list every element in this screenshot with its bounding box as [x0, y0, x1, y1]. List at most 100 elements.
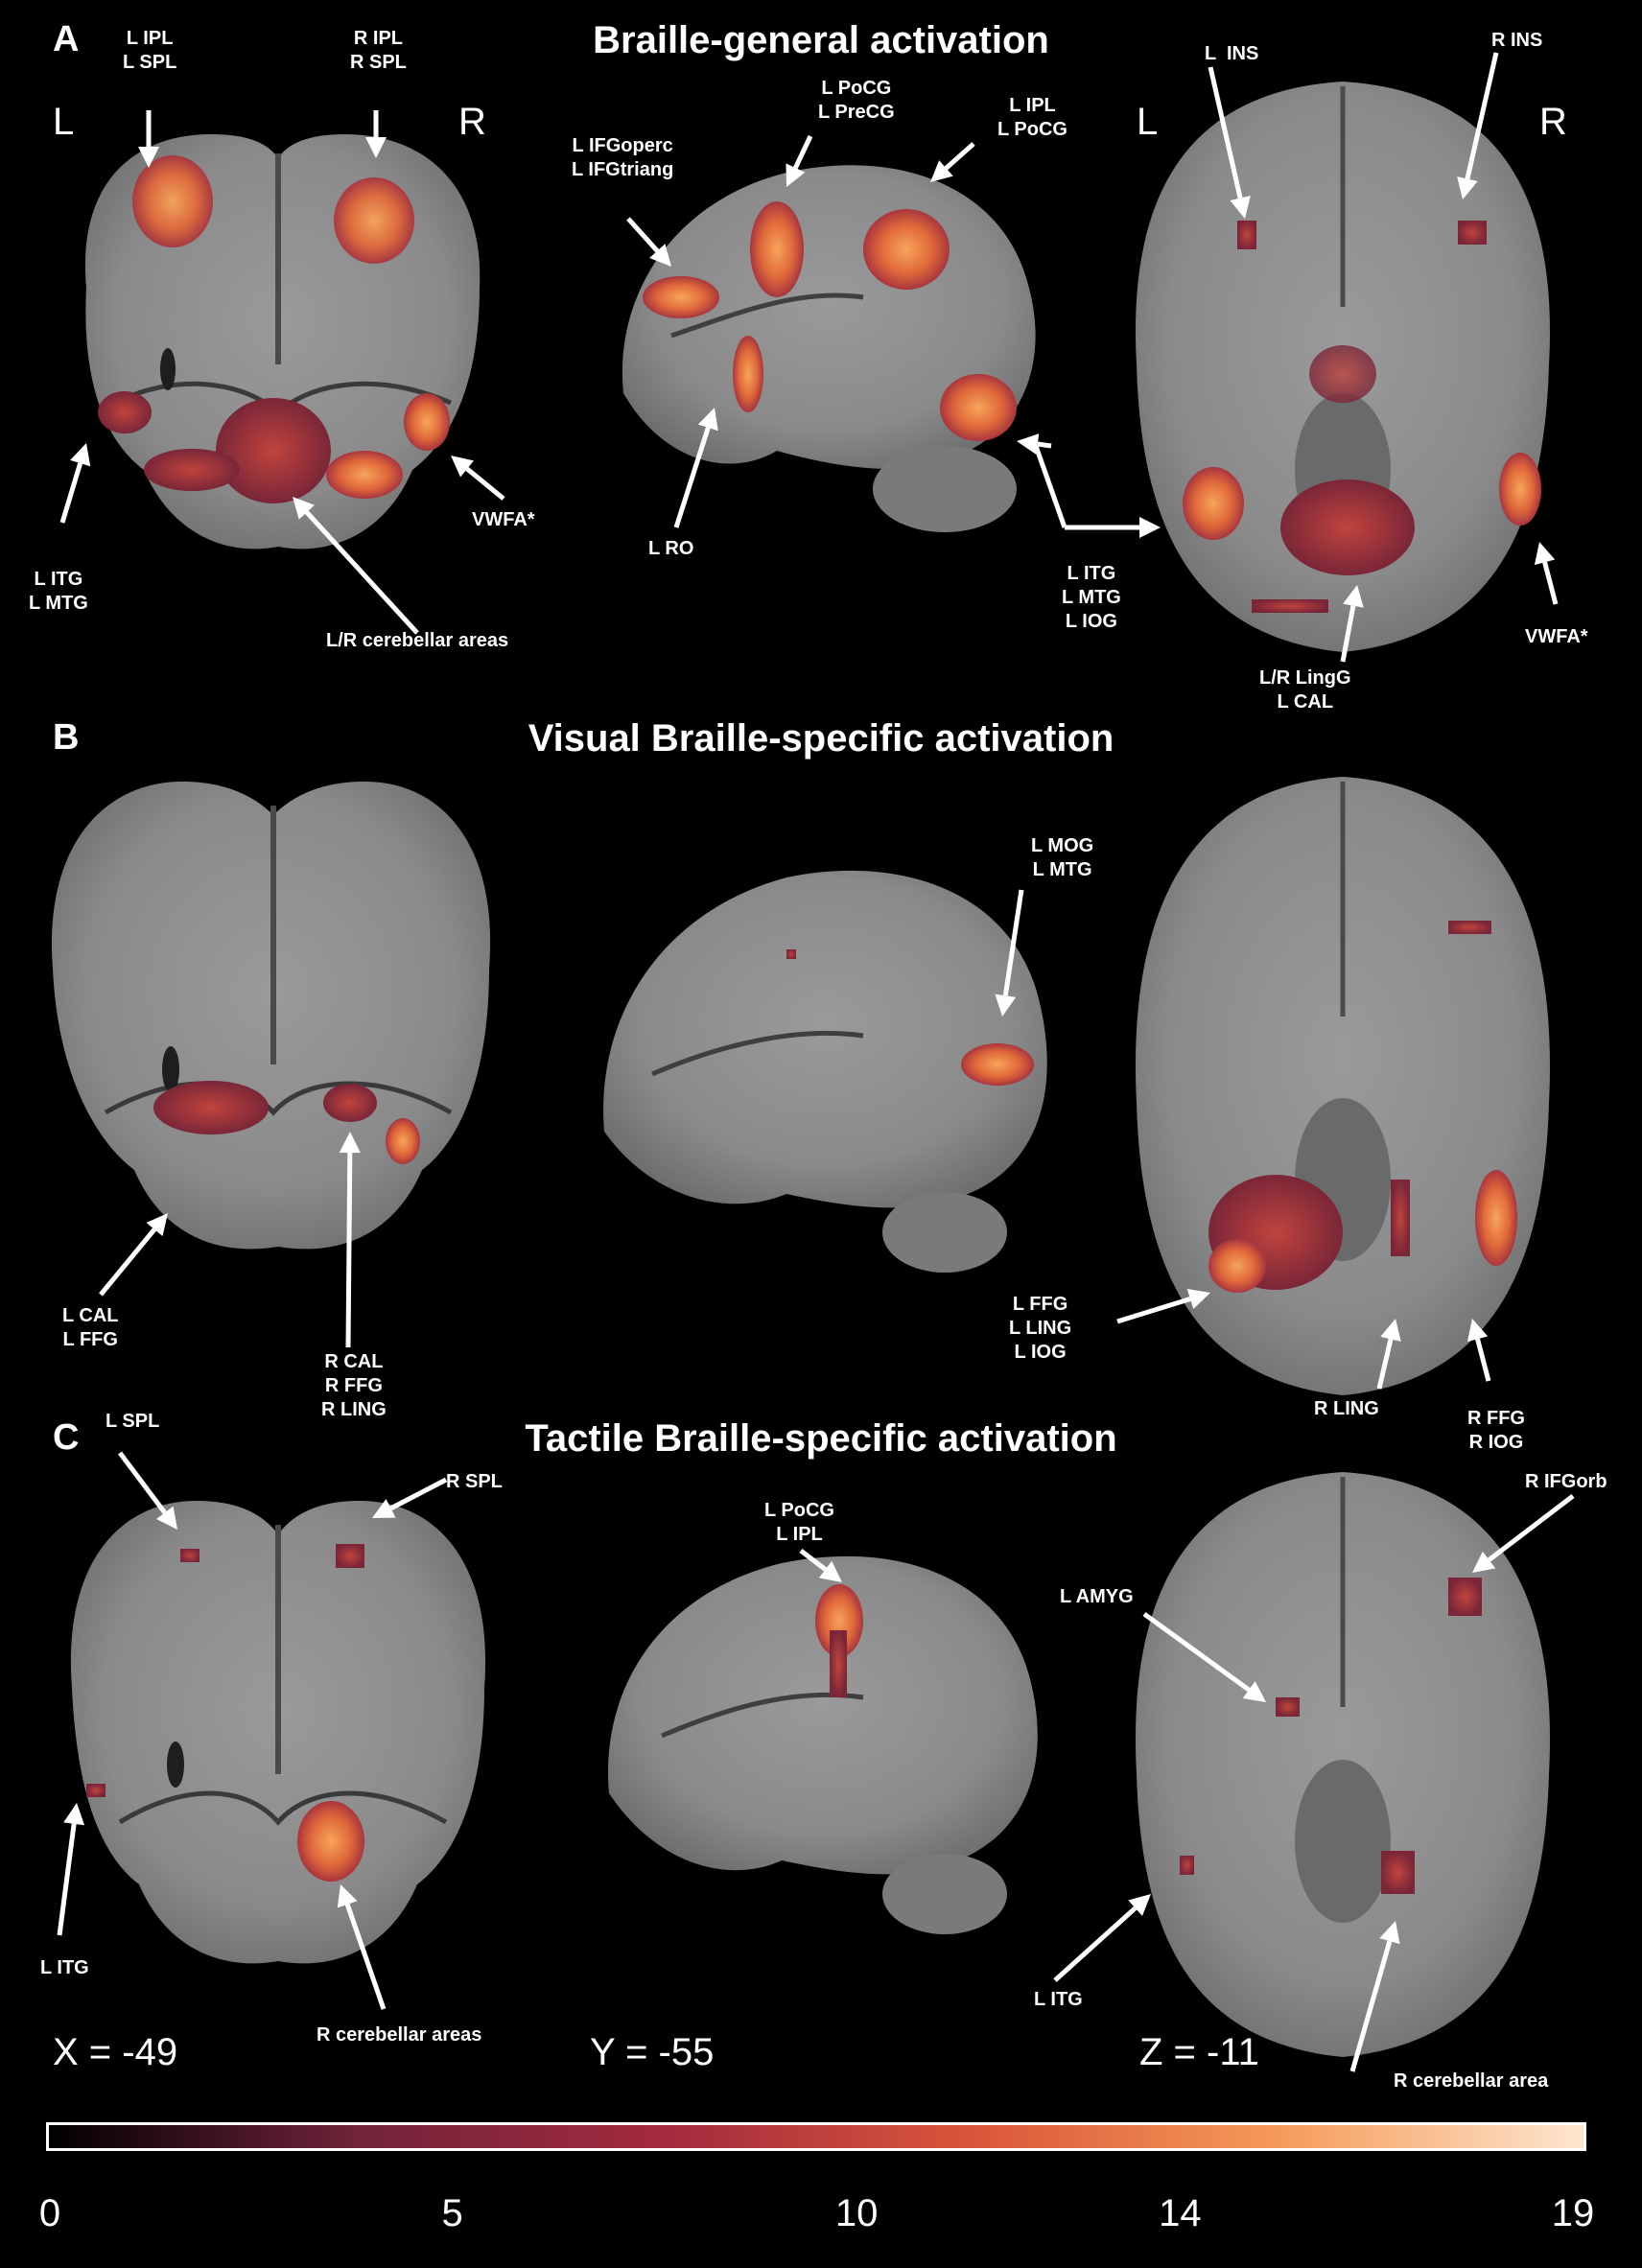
coordinate-x: X = -49	[53, 2031, 178, 2073]
arrow-line-20	[1376, 1338, 1394, 1390]
panel-title-a: Braille-general activation	[593, 19, 1049, 61]
label-r-cal-ffg-ling: R CAL R FFG R LING	[321, 1351, 387, 1420]
arrow-line-12	[1033, 445, 1067, 528]
arrow-line-10	[673, 427, 711, 528]
arrow-head-9	[451, 456, 474, 478]
arrow-line-27	[57, 1823, 77, 1936]
arrow-line-15	[1542, 561, 1559, 605]
arrow-head-29	[1128, 1894, 1151, 1916]
arrow-line-19	[1116, 1297, 1191, 1324]
label-r-ifgorb: R IFGorb	[1525, 1471, 1607, 1492]
sagittal-slice-b	[603, 870, 1047, 1273]
arrow-head-0	[138, 147, 159, 168]
coronal-slice-c	[70, 1501, 486, 1964]
side-label-left-axial: L	[1137, 101, 1159, 143]
arrow-line-14	[1340, 605, 1356, 663]
label-l-itg-mtg: L ITG L MTG	[29, 569, 88, 614]
arrow-line-29	[1053, 1906, 1138, 1982]
label-r-ffg-iog: R FFG R IOG	[1467, 1408, 1525, 1453]
colorbar	[46, 2122, 1586, 2151]
arrow-line-23	[389, 1477, 448, 1511]
arrow-head-11	[1017, 433, 1040, 455]
sagittal-slice-c	[607, 1555, 1038, 1934]
side-label-right-axial: R	[1539, 101, 1567, 143]
label-l-spl: L SPL	[106, 1411, 160, 1432]
label-l-ipl-pocg: L IPL L PoCG	[997, 95, 1067, 140]
panel-title-c: Tactile Braille-specific activation	[525, 1417, 1117, 1460]
label-l-ifg: L IFGoperc L IFGtriang	[572, 135, 674, 180]
panel-letter-a: A	[53, 19, 80, 59]
arrow-line-9	[465, 466, 505, 501]
arrow-head-17	[146, 1213, 168, 1236]
arrow-line-8	[305, 510, 419, 635]
arrow-line-11	[1037, 441, 1052, 449]
arrow-head-20	[1380, 1319, 1401, 1342]
coordinate-y: Y = -55	[590, 2031, 715, 2073]
arrow-head-3	[786, 163, 806, 187]
arrow-head-14	[1343, 585, 1364, 608]
sagittal-slice-a	[622, 165, 1036, 532]
arrow-line-25	[1487, 1494, 1575, 1562]
arrow-line-4	[944, 142, 975, 171]
label-l-itg-axial: L ITG	[1034, 1989, 1083, 2010]
label-lingg-cal: L/R LingG L CAL	[1259, 667, 1351, 713]
arrow-head-23	[372, 1499, 396, 1518]
arrow-line-6	[1465, 52, 1499, 180]
arrow-head-5	[1230, 196, 1251, 219]
label-r-cerebellar-areas: R cerebellar areas	[317, 2024, 482, 2046]
arrow-head-30	[1379, 1921, 1400, 1945]
arrow-head-21	[1466, 1319, 1489, 1343]
label-r-ipl-spl: R IPL R SPL	[350, 28, 407, 73]
arrow-line-28	[344, 1903, 387, 2010]
arrow-head-10	[697, 408, 718, 432]
arrow-line-5	[1208, 66, 1243, 199]
panel-letter-c: C	[53, 1417, 80, 1458]
label-l-ffg-ling-iog: L FFG L LING L IOG	[1009, 1294, 1072, 1363]
arrow-head-15	[1534, 542, 1556, 566]
arrow-line-3	[793, 134, 813, 170]
arrow-head-19	[1186, 1288, 1210, 1310]
arrow-head-28	[337, 1884, 358, 1908]
arrow-head-27	[63, 1803, 85, 1826]
arrow-head-25	[1472, 1551, 1496, 1573]
label-vwfa-axial: VWFA*	[1525, 626, 1588, 647]
label-l-ins: L INS	[1205, 43, 1259, 64]
panel-title-b: Visual Braille-specific activation	[528, 717, 1114, 760]
arrow-line-30	[1349, 1940, 1393, 2072]
axial-slice-a	[1136, 82, 1550, 652]
label-r-cerebellar-area: R cerebellar area	[1394, 2070, 1549, 2092]
colorbar-tick-10: 10	[834, 2192, 879, 2234]
arrow-head-7	[70, 443, 91, 467]
arrow-line-17	[99, 1228, 156, 1297]
arrow-line-21	[1475, 1338, 1491, 1382]
panel-letter-b: B	[53, 717, 80, 758]
label-l-amyg: L AMYG	[1060, 1586, 1134, 1607]
arrow-head-18	[339, 1132, 361, 1154]
coordinate-z: Z = -11	[1139, 2031, 1259, 2073]
side-label-right-coronal: R	[458, 101, 486, 143]
arrow-head-4	[930, 160, 953, 182]
arrow-line-18	[345, 1152, 353, 1348]
arrow-head-1	[365, 137, 387, 158]
label-r-ins: R INS	[1491, 30, 1543, 51]
annotation-arrows	[57, 52, 1575, 2072]
arrow-line-24	[799, 1549, 828, 1572]
label-cerebellar-areas: L/R cerebellar areas	[326, 630, 509, 651]
arrow-line-7	[59, 462, 83, 524]
arrow-head-22	[156, 1506, 177, 1530]
arrow-line-16	[1002, 889, 1024, 996]
label-l-pocg-precg: L PoCG L PreCG	[818, 78, 895, 123]
label-r-ling: R LING	[1314, 1398, 1379, 1419]
side-label-left-coronal: L	[53, 101, 75, 143]
arrow-head-24	[818, 1560, 842, 1582]
label-l-pocg-ipl: L PoCG L IPL	[764, 1500, 834, 1545]
arrow-line-22	[117, 1451, 167, 1514]
label-r-spl: R SPL	[446, 1471, 503, 1492]
label-vwfa-coronal: VWFA*	[472, 509, 535, 530]
axial-slice-c	[1136, 1472, 1550, 2057]
colorbar-tick-5: 5	[441, 2192, 463, 2234]
colorbar-tick-19: 19	[1551, 2192, 1595, 2234]
arrow-head-8	[293, 497, 315, 520]
arrow-head-6	[1457, 176, 1478, 199]
